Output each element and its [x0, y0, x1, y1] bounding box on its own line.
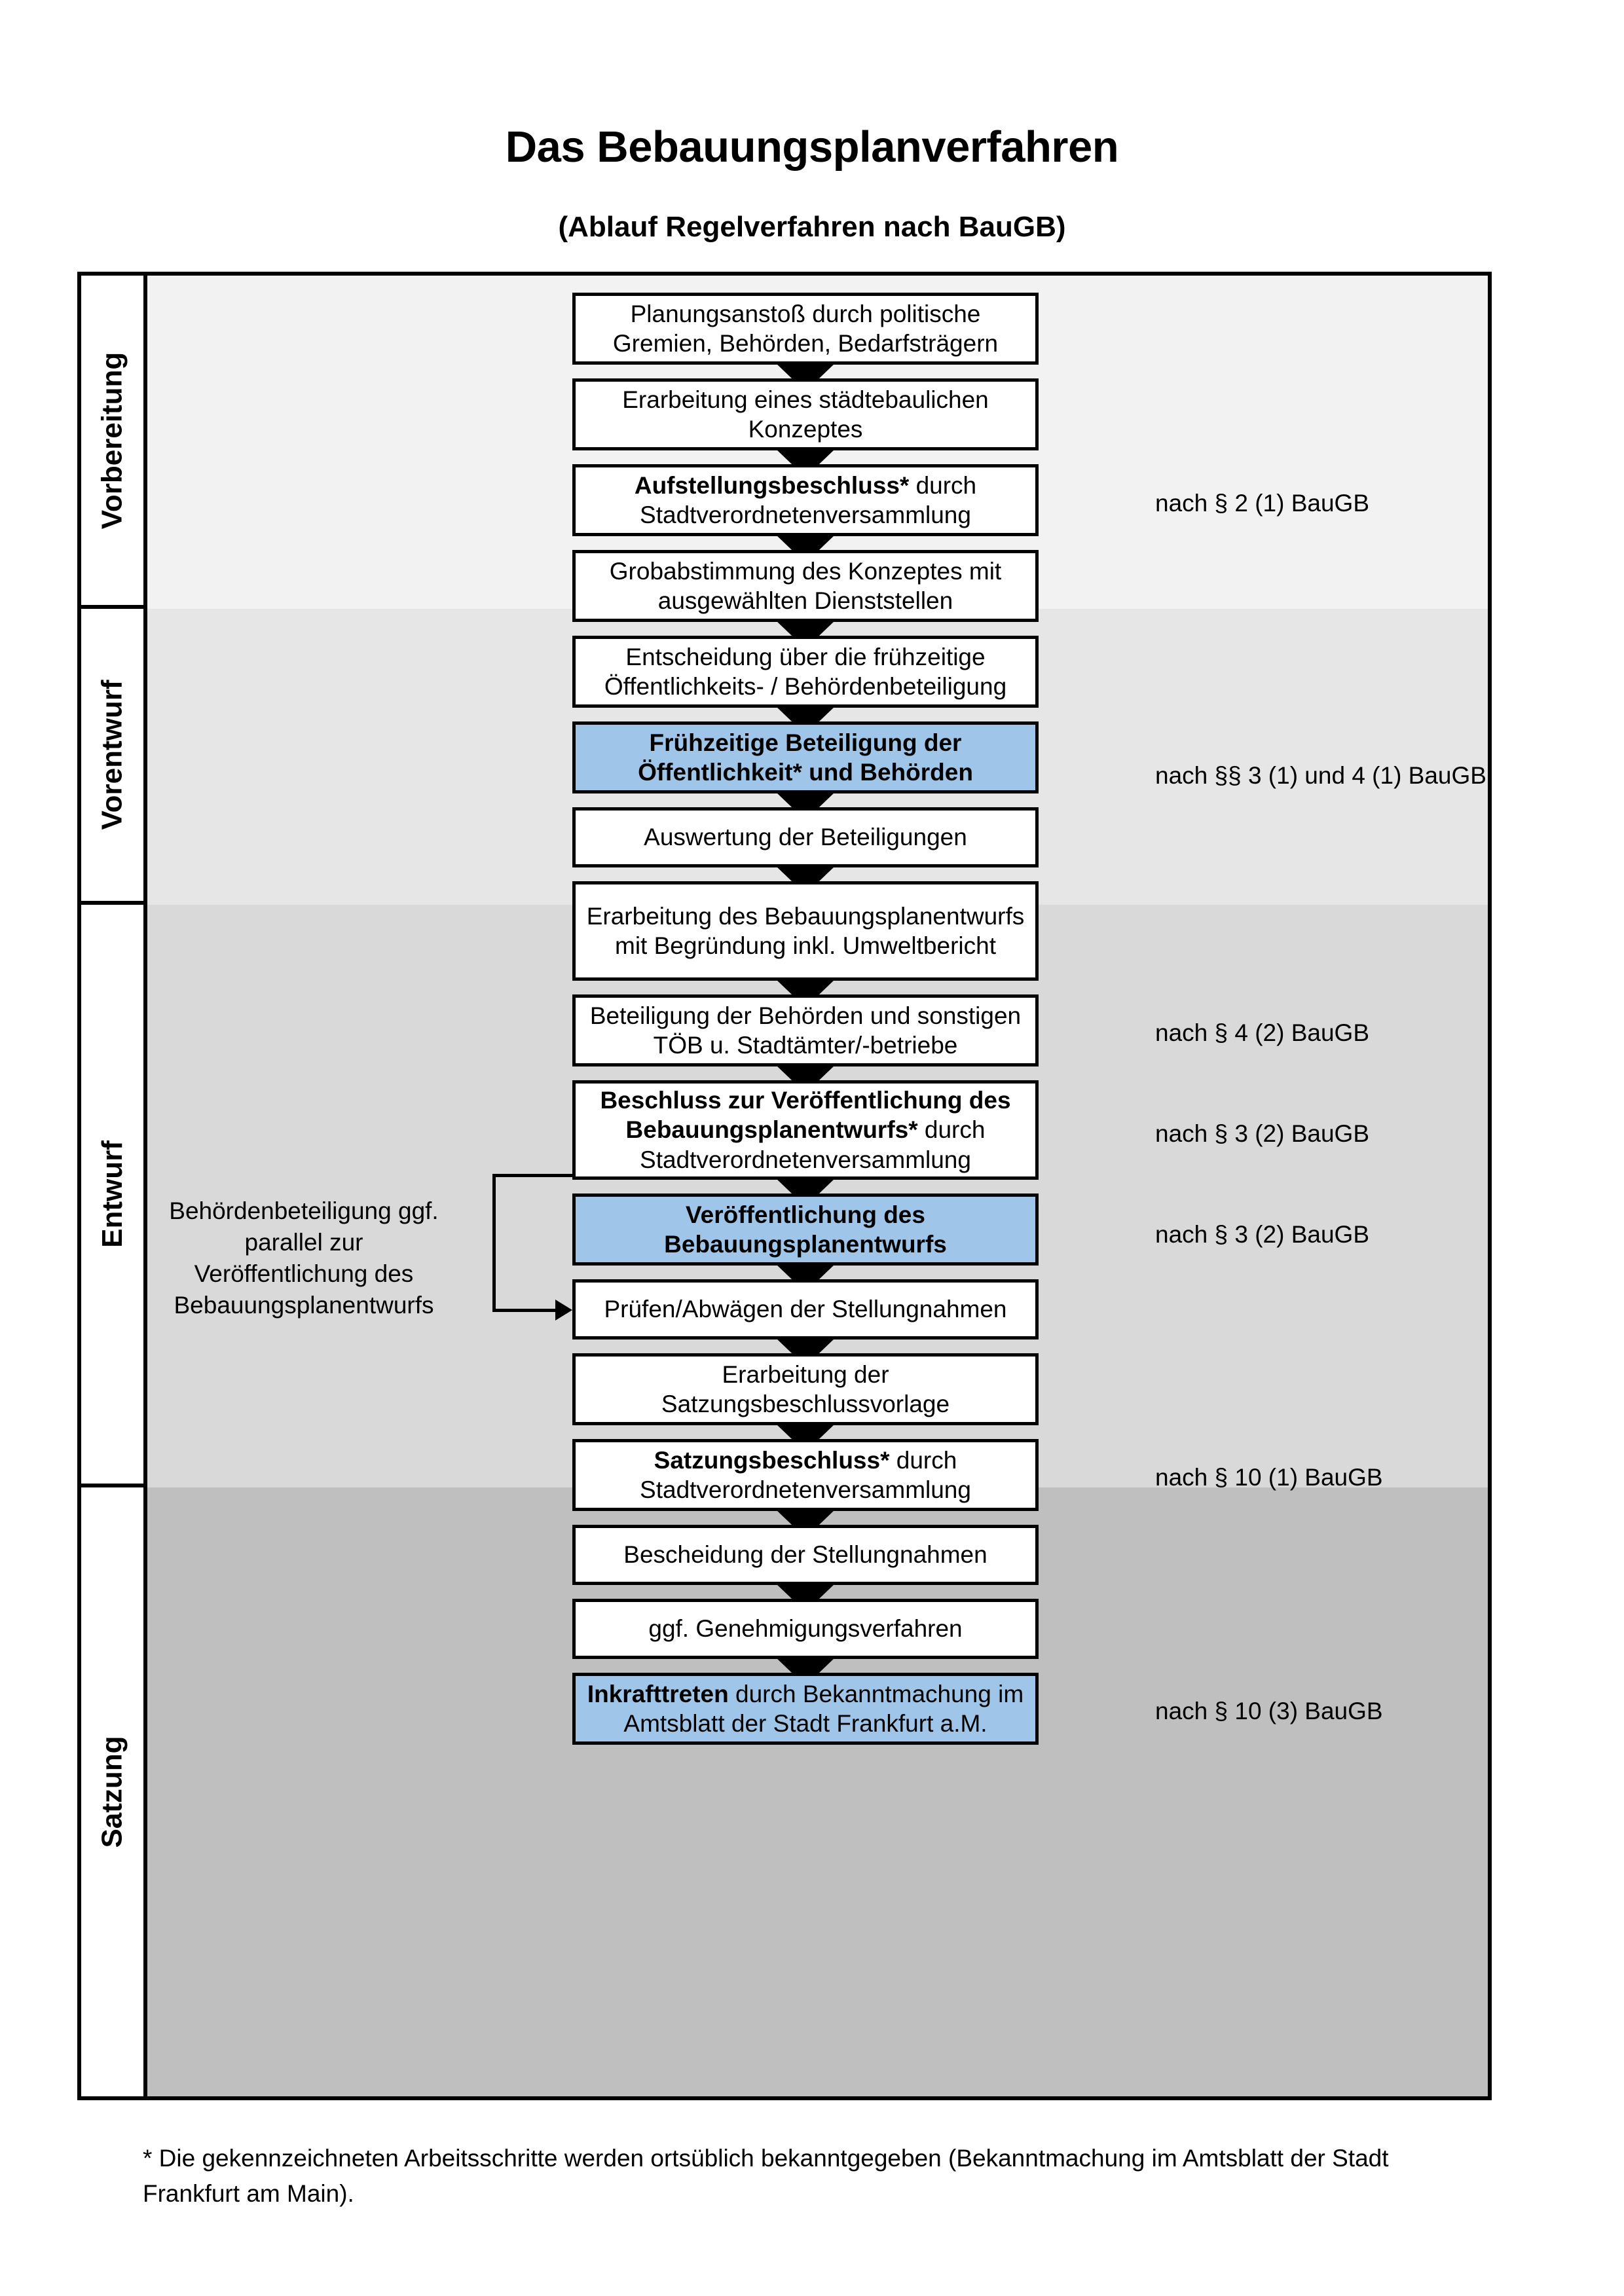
step-text: Auswertung der Beteiligungen	[644, 822, 967, 852]
step-box-planungsanstoss[interactable]: Planungsanstoß durch politische Gremien,…	[572, 293, 1039, 365]
legal-ref-par10-3: nach § 10 (3) BauGB	[1155, 1698, 1383, 1724]
step-rest: durch Stadtverordnetenversammlung	[640, 1116, 986, 1173]
step-box-pruefen-abwaegen[interactable]: Prüfen/Abwägen der Stellungnahmen	[572, 1279, 1039, 1339]
side-note-text: Behördenbeteiligung ggf. parallel zur Ve…	[169, 1197, 439, 1319]
step-rest: durch Stadtverordnetenversammlung	[640, 471, 977, 528]
step-rest: Auswertung der Beteiligungen	[644, 824, 967, 851]
step-bold: Inkrafttreten	[587, 1680, 729, 1707]
step-text: Beteiligung der Behörden und sonstigen T…	[583, 1001, 1027, 1060]
step-box-bescheidung-stellungnahmen[interactable]: Bescheidung der Stellungnahmen	[572, 1525, 1039, 1585]
flowchart-frame: Vorbereitung Vorentwurf Entwurf Satzung …	[77, 272, 1492, 2100]
step-text: Grobabstimmung des Konzeptes mit ausgewä…	[583, 556, 1027, 615]
step-rest: Bescheidung der Stellungnahmen	[623, 1541, 987, 1569]
step-bold: Veröffentlichung des Bebauungsplanentwur…	[664, 1201, 947, 1258]
step-text: Erarbeitung eines städtebaulichen Konzep…	[583, 385, 1027, 444]
step-box-staedtebauliches-konzept[interactable]: Erarbeitung eines städtebaulichen Konzep…	[572, 378, 1039, 450]
legal-ref-par3-2-a: nach § 3 (2) BauGB	[1155, 1120, 1370, 1147]
step-box-aufstellungsbeschluss[interactable]: Aufstellungsbeschluss* durch Stadtverord…	[572, 464, 1039, 536]
phase-label-text: Vorentwurf	[96, 680, 128, 830]
connector-top-line	[492, 1174, 572, 1177]
step-text: Prüfen/Abwägen der Stellungnahmen	[604, 1294, 1006, 1324]
step-rest: durch Stadtverordnetenversammlung	[640, 1446, 971, 1503]
legal-ref-par2-1: nach § 2 (1) BauGB	[1155, 490, 1370, 517]
step-box-beschluss-veroeffentlichung[interactable]: Beschluss zur Veröffentlichung des Bebau…	[572, 1080, 1039, 1180]
connector-bottom-line	[492, 1309, 555, 1312]
legal-ref-par4-2: nach § 4 (2) BauGB	[1155, 1019, 1370, 1046]
step-box-fruehzeitige-beteiligung[interactable]: Frühzeitige Beteiligung der Öffentlichke…	[572, 721, 1039, 793]
step-rest: Entscheidung über die frühzeitige Öffent…	[604, 643, 1007, 700]
step-box-entscheidung-fruehzeitige[interactable]: Entscheidung über die frühzeitige Öffent…	[572, 636, 1039, 708]
side-note-behoerdenbeteiligung: Behördenbeteiligung ggf. parallel zur Ve…	[166, 1195, 441, 1321]
phase-label-text: Entwurf	[96, 1140, 128, 1248]
step-text: Planungsanstoß durch politische Gremien,…	[583, 299, 1027, 358]
step-text: Inkrafttreten durch Bekanntmachung im Am…	[583, 1679, 1027, 1738]
step-box-inkrafttreten[interactable]: Inkrafttreten durch Bekanntmachung im Am…	[572, 1673, 1039, 1745]
phase-label-entwurf: Entwurf	[81, 905, 147, 1487]
connector-arrowhead-icon	[555, 1300, 572, 1321]
step-rest: Erarbeitung eines städtebaulichen Konzep…	[622, 386, 989, 443]
step-box-genehmigungsverfahren[interactable]: ggf. Genehmigungsverfahren	[572, 1599, 1039, 1659]
legal-ref-par10-1: nach § 10 (1) BauGB	[1155, 1464, 1383, 1491]
step-box-erarbeitung-satzungsbeschlussvorlage[interactable]: Erarbeitung der Satzungsbeschlussvorlage	[572, 1353, 1039, 1425]
step-bold: Beschluss zur Veröffentlichung des Bebau…	[600, 1087, 1011, 1144]
step-text: Bescheidung der Stellungnahmen	[623, 1540, 987, 1569]
step-text: ggf. Genehmigungsverfahren	[648, 1614, 962, 1643]
phase-label-satzung: Satzung	[81, 1487, 147, 2096]
legal-ref-par3-1-4-1: nach §§ 3 (1) und 4 (1) BauGB	[1155, 762, 1486, 789]
phase-label-vorentwurf: Vorentwurf	[81, 609, 147, 905]
step-text: Beschluss zur Veröffentlichung des Bebau…	[583, 1085, 1027, 1174]
legal-ref-par3-2-b: nach § 3 (2) BauGB	[1155, 1221, 1370, 1248]
step-rest: Grobabstimmung des Konzeptes mit ausgewä…	[609, 557, 1002, 614]
phase-label-text: Vorbereitung	[96, 352, 128, 529]
step-rest: Erarbeitung der Satzungsbeschlussvorlage	[661, 1360, 950, 1417]
step-box-beteiligung-behoerden-toeb[interactable]: Beteiligung der Behörden und sonstigen T…	[572, 994, 1039, 1066]
step-rest: Erarbeitung des Bebauungsplanentwurfs mi…	[586, 902, 1025, 959]
step-rest: Prüfen/Abwägen der Stellungnahmen	[604, 1296, 1007, 1323]
step-text: Satzungsbeschluss* durch Stadtverordnete…	[583, 1446, 1027, 1504]
step-text: Aufstellungsbeschluss* durch Stadtverord…	[583, 471, 1027, 530]
step-box-erarbeitung-bebauungsplanentwurf[interactable]: Erarbeitung des Bebauungsplanentwurfs mi…	[572, 881, 1039, 981]
step-bold: Frühzeitige Beteiligung der Öffentlichke…	[638, 729, 973, 786]
connector-vertical-line	[492, 1174, 496, 1311]
step-text: Erarbeitung der Satzungsbeschlussvorlage	[583, 1360, 1027, 1419]
step-box-veroeffentlichung-entwurf[interactable]: Veröffentlichung des Bebauungsplanentwur…	[572, 1194, 1039, 1266]
step-bold: Satzungsbeschluss*	[654, 1446, 890, 1474]
step-rest: Beteiligung der Behörden und sonstigen T…	[589, 1002, 1022, 1059]
step-box-auswertung-beteiligungen[interactable]: Auswertung der Beteiligungen	[572, 807, 1039, 867]
page-subtitle: (Ablauf Regelverfahren nach BauGB)	[558, 211, 1066, 243]
step-bold: Aufstellungsbeschluss*	[634, 471, 910, 499]
step-text: Frühzeitige Beteiligung der Öffentlichke…	[583, 728, 1027, 787]
footnote: * Die gekennzeichneten Arbeitsschritte w…	[143, 2145, 1389, 2207]
page-title: Das Bebauungsplanverfahren	[505, 122, 1119, 172]
step-text: Erarbeitung des Bebauungsplanentwurfs mi…	[583, 902, 1027, 960]
phase-label-vorbereitung: Vorbereitung	[81, 276, 147, 609]
phase-label-text: Satzung	[96, 1736, 128, 1848]
step-box-grobabstimmung[interactable]: Grobabstimmung des Konzeptes mit ausgewä…	[572, 550, 1039, 622]
step-rest: Planungsanstoß durch politische Gremien,…	[612, 300, 999, 357]
step-rest: ggf. Genehmigungsverfahren	[648, 1615, 963, 1643]
step-rest: durch Bekanntmachung im Amtsblatt der St…	[623, 1680, 1024, 1737]
step-box-satzungsbeschluss[interactable]: Satzungsbeschluss* durch Stadtverordnete…	[572, 1439, 1039, 1511]
step-text: Entscheidung über die frühzeitige Öffent…	[583, 642, 1027, 701]
step-text: Veröffentlichung des Bebauungsplanentwur…	[583, 1200, 1027, 1259]
